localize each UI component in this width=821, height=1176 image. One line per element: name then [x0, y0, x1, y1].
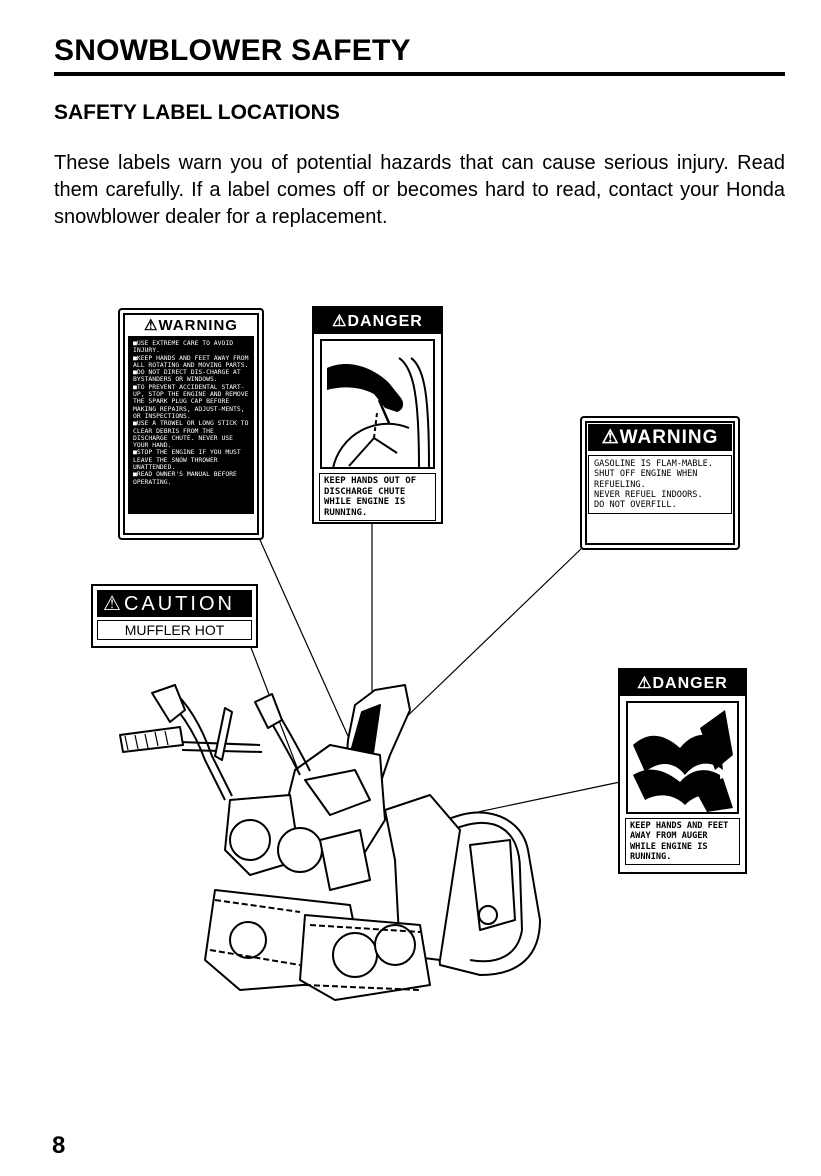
warning-triangle-icon: ⚠ [601, 427, 620, 448]
caution-muffler-header-text: CAUTION [123, 593, 235, 615]
title-rule [54, 72, 785, 76]
warning-triangle-icon: ⚠ [144, 317, 159, 334]
snowblower-drawing [119, 684, 541, 1001]
danger-auger-text: KEEP HANDS AND FEET AWAY FROM AUGER WHIL… [625, 818, 740, 866]
warning-operating-body: USE EXTREME CARE TO AVOID INJURY. KEEP H… [128, 336, 254, 514]
caution-muffler-label: ⚠CAUTION MUFFLER HOT [91, 584, 258, 648]
page-number: 8 [52, 1132, 66, 1159]
warning-operating-item: TO PREVENT ACCIDENTAL START-UP, STOP THE… [133, 383, 249, 420]
danger-auger-header: ⚠DANGER [620, 670, 745, 696]
warning-operating-header-text: WARNING [158, 317, 238, 334]
hand-in-chute-pictogram [320, 339, 435, 469]
warning-fuel-body: GASOLINE IS FLAM-MABLE. SHUT OFF ENGINE … [588, 455, 732, 515]
warning-operating-item: USE EXTREME CARE TO AVOID INJURY. [133, 339, 249, 355]
danger-triangle-icon: ⚠ [637, 675, 653, 692]
warning-fuel-label: ⚠WARNING GASOLINE IS FLAM-MABLE. SHUT OF… [580, 416, 740, 550]
warning-fuel-header-text: WARNING [619, 427, 719, 448]
danger-chute-text: KEEP HANDS OUT OF DISCHARGE CHUTE WHILE … [319, 473, 436, 521]
warning-operating-item: KEEP HANDS AND FEET AWAY FROM ALL ROTATI… [133, 354, 249, 370]
warning-operating-item: USE A TROWEL OR LONG STICK TO CLEAR DEBR… [133, 420, 249, 449]
warning-operating-header: ⚠WARNING [120, 310, 262, 336]
danger-auger-header-text: DANGER [652, 675, 728, 692]
caution-muffler-text: MUFFLER HOT [97, 620, 252, 640]
warning-operating-item: DO NOT DIRECT DIS-CHARGE AT BYSTANDERS O… [133, 369, 249, 384]
danger-auger-label: ⚠DANGER KEEP HANDS AND FEET AWAY FROM AU… [618, 668, 747, 874]
section-title: SAFETY LABEL LOCATIONS [54, 101, 340, 124]
warning-fuel-item: GASOLINE IS FLAM-MABLE. [594, 459, 713, 469]
danger-chute-header: ⚠DANGER [314, 308, 441, 334]
danger-triangle-icon: ⚠ [332, 313, 348, 330]
warning-fuel-header: ⚠WARNING [588, 424, 732, 451]
warning-fuel-item: DO NOT OVERFILL. [594, 500, 677, 511]
caution-muffler-header: ⚠CAUTION [97, 590, 252, 617]
danger-chute-header-text: DANGER [347, 313, 423, 330]
danger-chute-label: ⚠DANGER KEEP HANDS OUT OF DISCHARGE CHUT… [312, 306, 443, 524]
warning-operating-item: STOP THE ENGINE IF YOU MUST LEAVE THE SN… [133, 449, 249, 471]
auger-pictogram [626, 701, 739, 814]
warning-fuel-item: NEVER REFUEL INDOORS. [594, 489, 703, 500]
intro-paragraph: These labels warn you of potential hazar… [54, 152, 785, 228]
warning-fuel-item: SHUT OFF ENGINE WHEN REFUELING. [594, 469, 698, 490]
caution-triangle-icon: ⚠ [103, 593, 124, 615]
warning-operating-item: READ OWNER'S MANUAL BEFORE OPERATING. [133, 471, 249, 486]
page-title: SNOWBLOWER SAFETY [54, 34, 411, 67]
warning-operating-label: ⚠WARNING USE EXTREME CARE TO AVOID INJUR… [118, 308, 264, 540]
